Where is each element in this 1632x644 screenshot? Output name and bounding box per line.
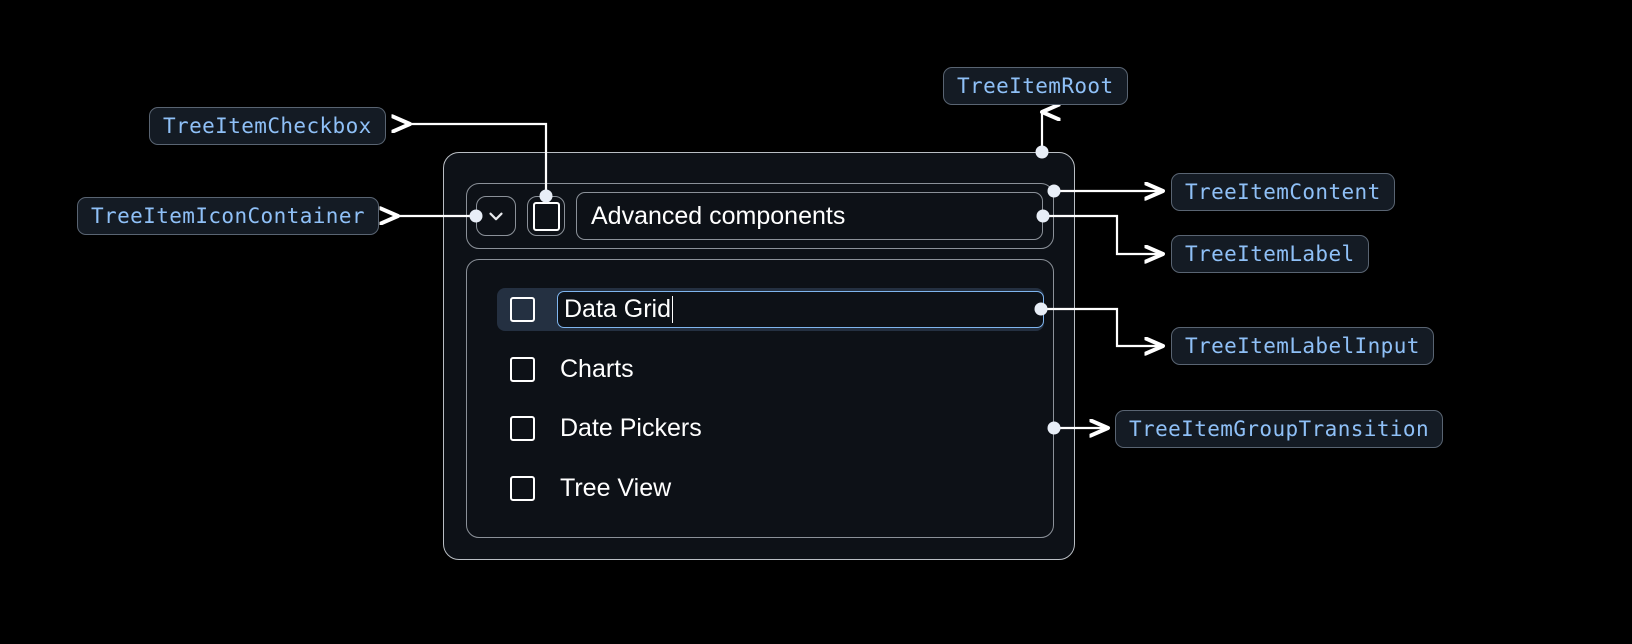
chevron-down-icon <box>489 212 503 221</box>
tree-item-label-input[interactable]: Data Grid <box>557 291 1044 328</box>
list-item[interactable]: Charts <box>497 348 1044 391</box>
annotation-tree-item-label-input: TreeItemLabelInput <box>1171 327 1434 365</box>
list-item-label: Tree View <box>560 474 672 502</box>
text-caret <box>671 296 674 323</box>
tree-item-checkbox[interactable] <box>527 196 565 236</box>
list-item-label: Date Pickers <box>560 414 702 442</box>
annotation-tree-item-root: TreeItemRoot <box>943 67 1128 105</box>
annotation-tree-item-label: TreeItemLabel <box>1171 235 1369 273</box>
list-item[interactable]: Tree View <box>497 467 1044 510</box>
checkbox-unchecked-icon <box>532 201 560 231</box>
list-item-label: Charts <box>560 355 634 383</box>
tree-item-label-text: Advanced components <box>591 201 846 230</box>
annotation-tree-item-group-transition: TreeItemGroupTransition <box>1115 410 1443 448</box>
tree-item-label[interactable]: Advanced components <box>576 192 1043 240</box>
annotation-tree-item-content: TreeItemContent <box>1171 173 1395 211</box>
checkbox-unchecked-icon[interactable] <box>510 357 535 382</box>
tree-item-label-input-value: Data Grid <box>564 295 671 323</box>
list-item[interactable]: Date Pickers <box>497 407 1044 450</box>
tree-item-icon-container[interactable] <box>476 196 516 236</box>
checkbox-unchecked-icon[interactable] <box>510 476 535 501</box>
list-item[interactable]: Data Grid <box>497 288 1044 331</box>
annotation-tree-item-checkbox: TreeItemCheckbox <box>149 107 386 145</box>
checkbox-unchecked-icon[interactable] <box>510 297 535 322</box>
checkbox-unchecked-icon[interactable] <box>510 416 535 441</box>
annotation-tree-item-icon-container: TreeItemIconContainer <box>77 197 379 235</box>
